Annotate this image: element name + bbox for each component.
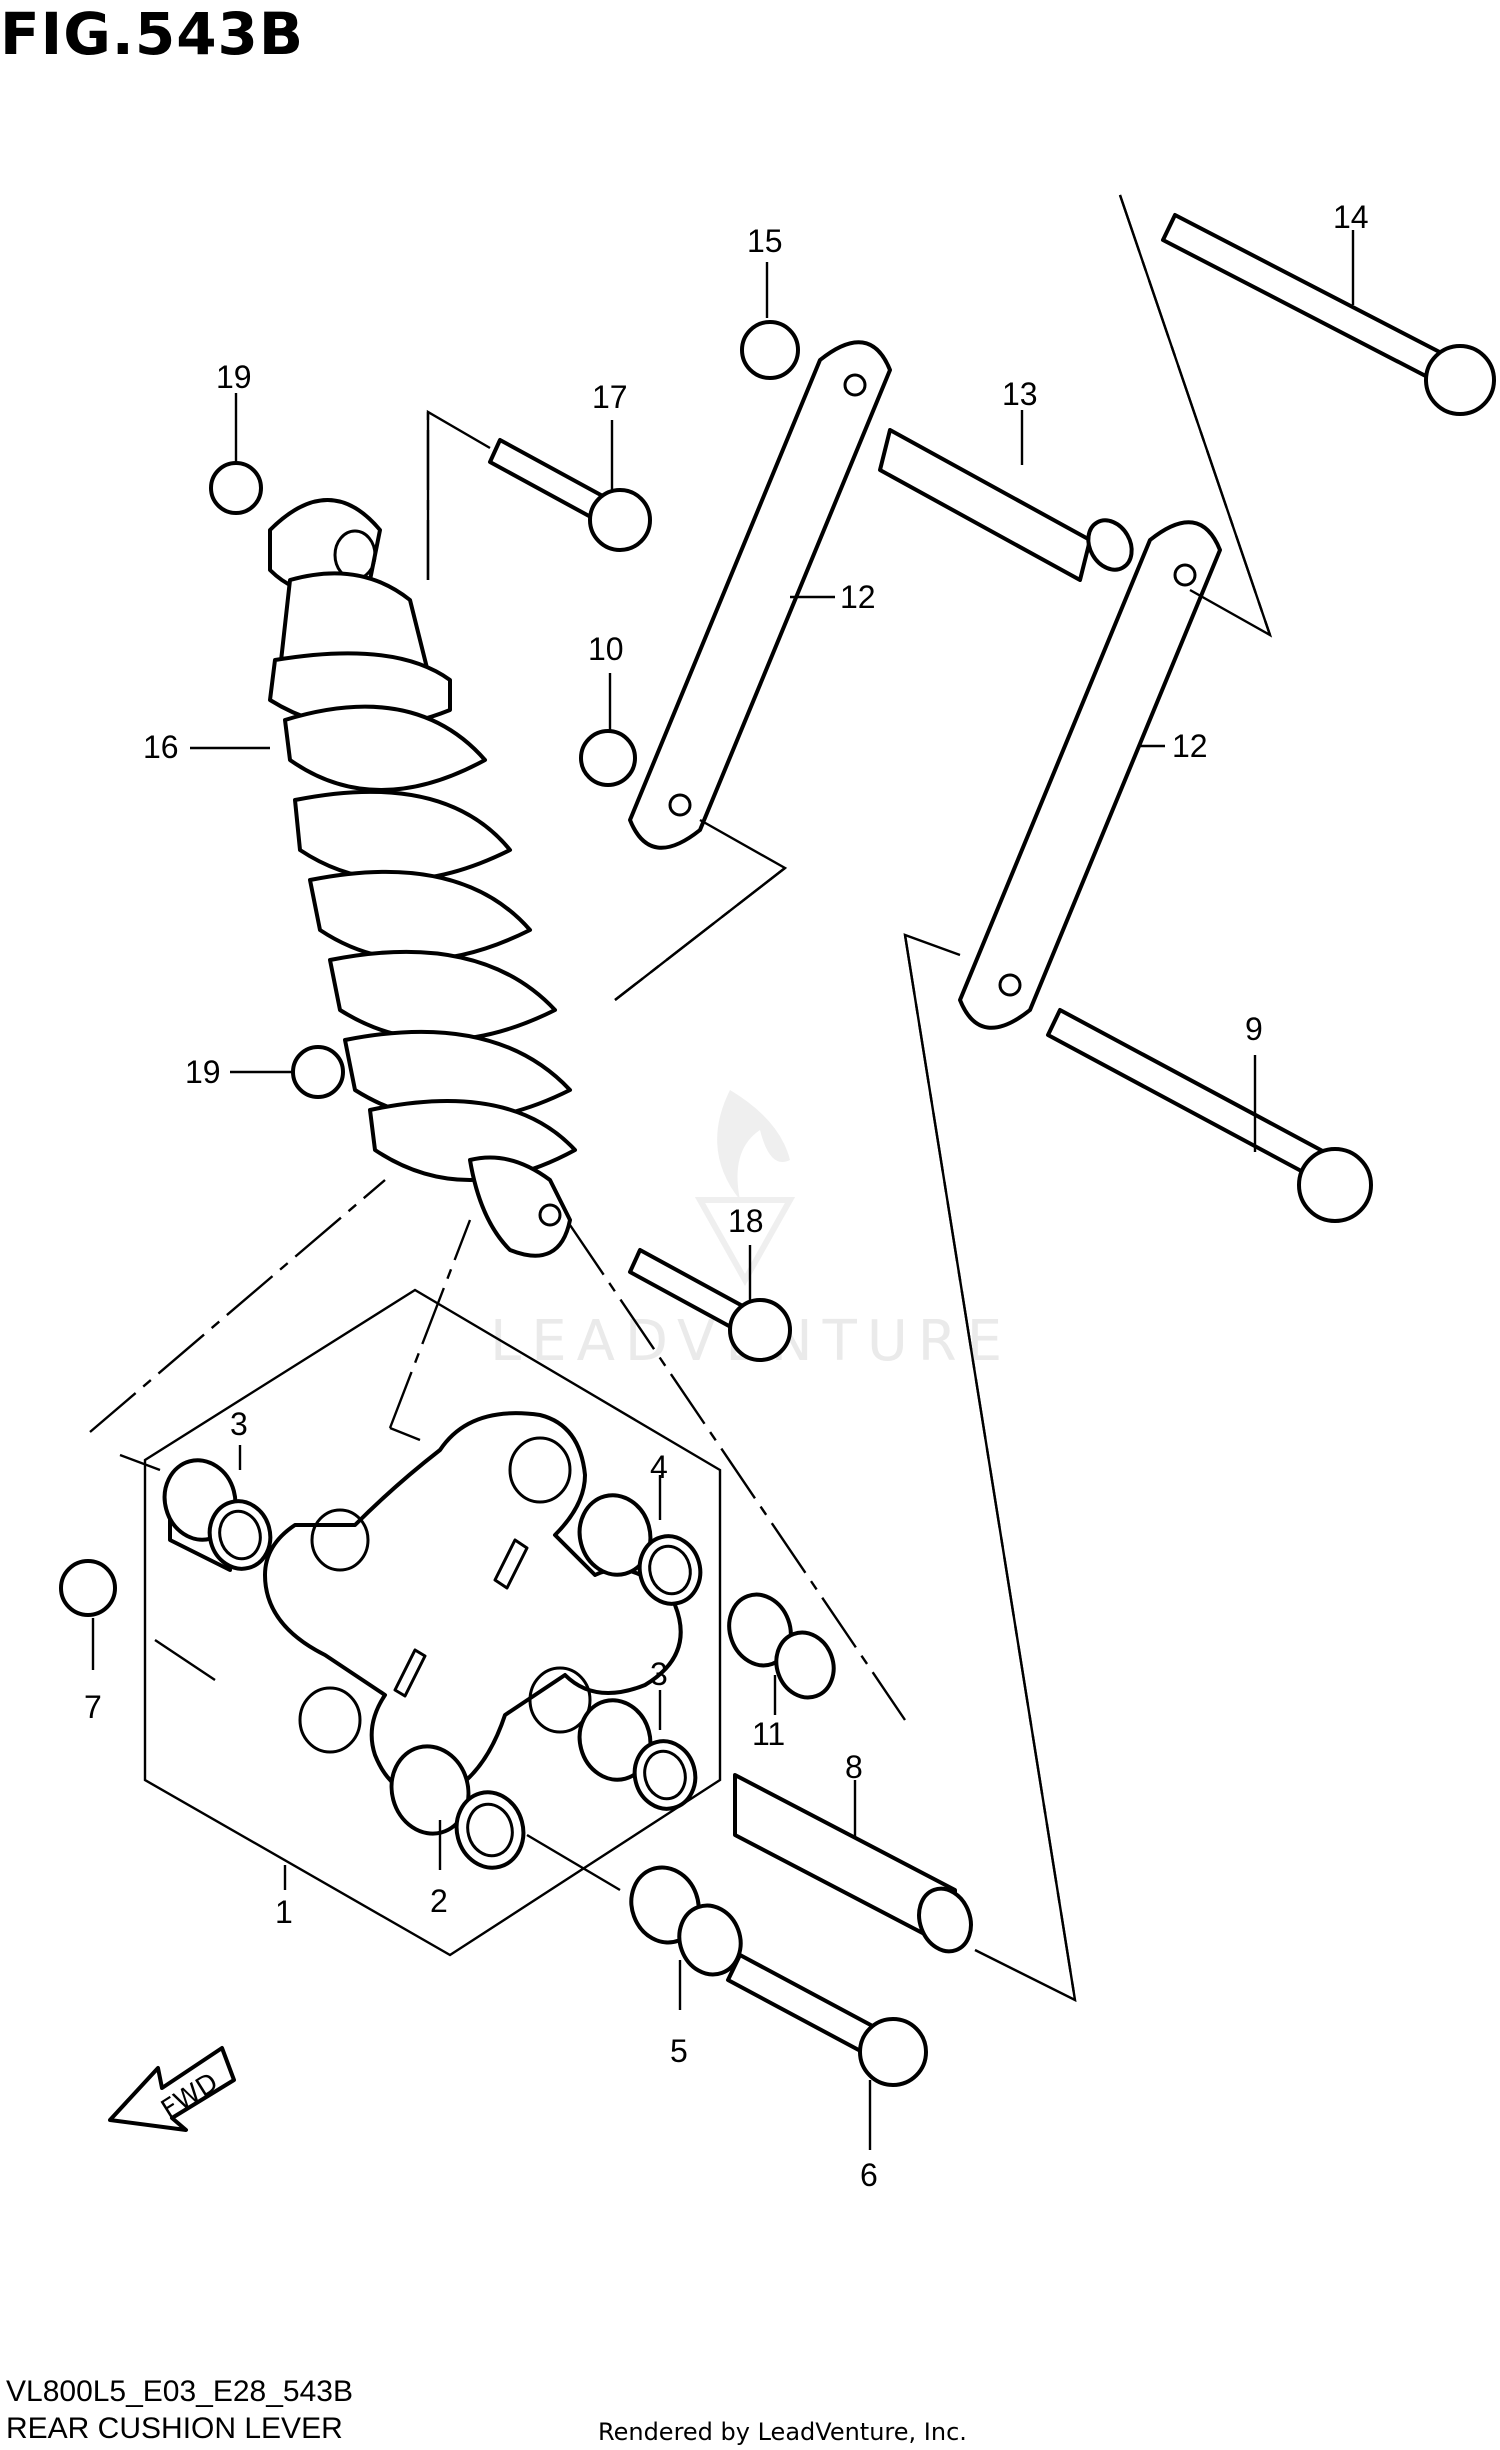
bolt-14 [1161,213,1496,416]
callout-14: 14 [1333,199,1369,235]
callout-12-upper: 12 [840,579,876,615]
lever-group-outline [89,1179,906,1957]
callout-16: 16 [143,729,179,765]
callout-13: 13 [1002,376,1038,412]
callout-18: 18 [728,1203,764,1239]
diagram-code: VL800L5_E03_E28_543B [6,2375,353,2408]
nut-7 [59,1559,117,1617]
fwd-arrow: FWD [108,2046,236,2132]
callout-1: 1 [275,1894,293,1930]
callouts: 1 2 3 3 4 5 6 7 8 9 10 11 12 12 13 14 15… [84,199,1369,2193]
assembly-lines [119,194,1273,2003]
callout-9: 9 [1245,1011,1263,1047]
diagram-name: REAR CUSHION LEVER [6,2412,343,2445]
bolt-18 [628,1248,792,1362]
callout-8: 8 [845,1749,863,1785]
callout-3-right: 3 [650,1656,668,1692]
nut-10 [579,729,637,787]
callout-7: 7 [84,1689,102,1725]
bolt-17 [488,438,652,552]
cushion-rod-12-lower [958,520,1222,1030]
callout-17: 17 [592,379,628,415]
figure-title: FIG.543B [0,0,305,68]
callout-19-upper: 19 [216,359,252,395]
collar-11 [727,1592,836,1700]
bolt-9 [1046,1008,1373,1223]
callout-15: 15 [747,223,783,259]
callout-5: 5 [670,2033,688,2069]
callout-6: 6 [860,2157,878,2193]
pipe-13 [878,428,1134,582]
cushion-lever [263,1411,683,1799]
callout-19-lower: 19 [185,1054,221,1090]
callout-3-top: 3 [230,1406,248,1442]
nut-19-lower [291,1045,345,1099]
callout-11: 11 [752,1716,785,1752]
bolt-6 [726,1953,928,2087]
callout-4: 4 [650,1449,668,1485]
render-credit: Rendered by LeadVenture, Inc. [598,2418,967,2446]
bushing-4 [577,1493,703,1606]
bushing-2 [389,1744,526,1870]
callout-2: 2 [430,1883,448,1919]
bushing-3-right [577,1698,698,1811]
cushion-rod-12-upper [628,340,892,850]
callout-leaders [91,230,1355,2150]
pipe-8 [733,1773,973,1954]
rear-shock-absorber-16 [268,498,577,1258]
callout-12-lower: 12 [1172,728,1208,764]
nut-15 [740,320,800,380]
callout-10: 10 [588,631,624,667]
collar-5 [629,1865,743,1977]
bushing-3-top [162,1458,273,1572]
nut-19-upper [209,461,263,515]
